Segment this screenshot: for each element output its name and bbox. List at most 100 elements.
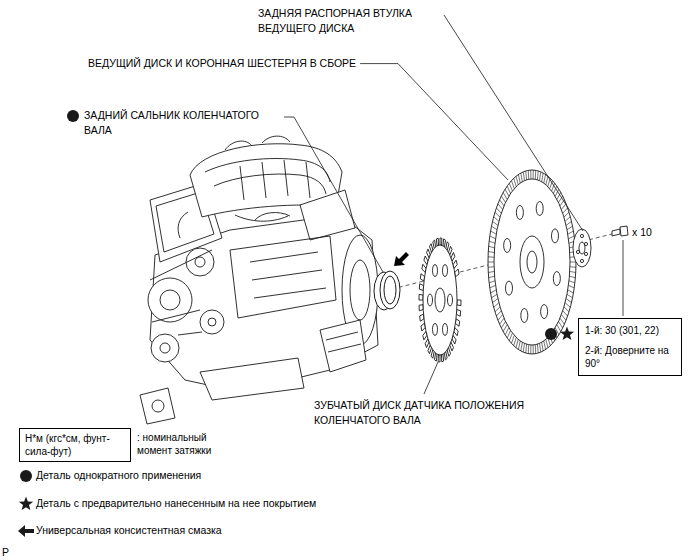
drive-plate [557, 325, 561, 332]
sensor-plate [428, 294, 433, 306]
legend-entry: Универсальная консистентная смазка [36, 524, 336, 538]
sensor-plate [436, 238, 438, 246]
spacer [573, 229, 591, 267]
drive-plate [489, 241, 495, 243]
drive-plate [501, 322, 505, 328]
drive-plate [514, 178, 516, 186]
drive-plate [537, 344, 539, 353]
drive-plate [491, 294, 497, 298]
drive-plate [505, 328, 509, 335]
drive-plate [546, 339, 548, 347]
drive-plate [569, 281, 575, 283]
one-time-use-symbol [545, 328, 557, 340]
drive-plate [518, 175, 520, 184]
sensor-plate [423, 245, 457, 355]
drive-plate [511, 335, 514, 343]
drive-plate [528, 170, 530, 179]
engine-illustration [262, 136, 290, 143]
legend-entry: Деталь с предварительно нанесенным на не… [36, 497, 356, 511]
drive-plate [500, 200, 504, 206]
drive-plate [498, 315, 503, 321]
leader-line [444, 15, 583, 231]
legend-text: : номинальный момент затяжки [137, 431, 237, 457]
drive-plate [533, 170, 534, 179]
engine-illustration [300, 190, 355, 240]
drive-plate [514, 337, 516, 345]
drive-plate [570, 262, 576, 263]
drive-plate [533, 345, 534, 354]
engine-illustration [160, 290, 180, 310]
drive-plate [563, 208, 568, 213]
drive-plate [516, 339, 518, 347]
drive-plate [489, 281, 495, 283]
drive-plate [509, 183, 512, 191]
spacer [580, 234, 583, 237]
leader-line [284, 117, 383, 272]
drive-plate [570, 266, 576, 268]
box-text: 1-й: 30 (301, 22) [585, 324, 675, 337]
bolt [612, 229, 620, 236]
drive-plate [568, 231, 574, 234]
sensor-plate [438, 355, 440, 362]
drive-plate [516, 205, 523, 219]
torque-spec-box: 1-й: 30 (301, 22)2-й: Доверните на 90° [578, 318, 682, 376]
legend-text: Деталь с предварительно нанесенным на не… [36, 497, 356, 511]
drive-plate [509, 333, 512, 341]
drive-plate [558, 196, 562, 202]
drive-plate [491, 226, 497, 230]
drive-plate [488, 256, 494, 258]
bolt [620, 226, 628, 236]
engine-illustration [152, 400, 164, 412]
drive-plate [493, 221, 498, 225]
drive-plate [563, 311, 568, 316]
quantity-note: x 10 [632, 225, 652, 240]
drive-plate [544, 175, 546, 184]
drive-plate [569, 276, 575, 278]
part-name: ЗАДНИЙ САЛЬНИК КОЛЕНЧАТОГО ВАЛА [84, 108, 280, 138]
drive-plate [561, 204, 566, 210]
engine-illustration [148, 278, 192, 322]
engine-illustration [200, 358, 304, 400]
engine-illustration [178, 212, 290, 238]
drive-plate [536, 202, 543, 216]
drive-plate [528, 345, 530, 354]
drive-plate [488, 262, 494, 263]
engine-illustration [240, 160, 310, 200]
drive-plate [489, 246, 495, 248]
drive-plate [488, 271, 494, 272]
label-anchor: P [2, 545, 9, 560]
drive-plate [495, 212, 500, 217]
drive-plate [491, 231, 497, 234]
drive-plate [564, 307, 569, 312]
drive-plate [561, 315, 566, 321]
drive-plate [503, 192, 507, 199]
drive-plate [567, 294, 573, 298]
drive-plate [521, 173, 523, 182]
drive-plate [525, 171, 527, 180]
legend-text: Универсальная консистентная смазка [36, 524, 336, 538]
engine-illustration [326, 332, 361, 352]
drive-plate [558, 322, 562, 328]
engine-illustration [200, 310, 224, 334]
drive-plate [551, 229, 558, 243]
drive-plate [525, 344, 527, 353]
drive-plate [540, 172, 541, 181]
legend-key-box: Н*м (кгс*см, фунт-сила-фут) [19, 428, 131, 462]
grease-symbol [18, 525, 34, 537]
drive-plate [493, 299, 498, 303]
drive-plate [494, 217, 499, 221]
engine-illustration [160, 343, 170, 353]
drive-plate [568, 236, 574, 239]
sensor-plate [435, 288, 445, 312]
legend-symbol [18, 470, 34, 537]
sensor-plate [457, 300, 461, 306]
drive-plate [542, 173, 544, 182]
engine-illustration [230, 236, 336, 318]
drive-plate [570, 271, 576, 272]
legend-entry: : номинальный момент затяжки [137, 431, 237, 457]
engine-illustration [235, 215, 288, 221]
rear-oil-seal [384, 276, 396, 304]
sensor-plate [443, 265, 448, 277]
drive-plate [544, 341, 546, 350]
